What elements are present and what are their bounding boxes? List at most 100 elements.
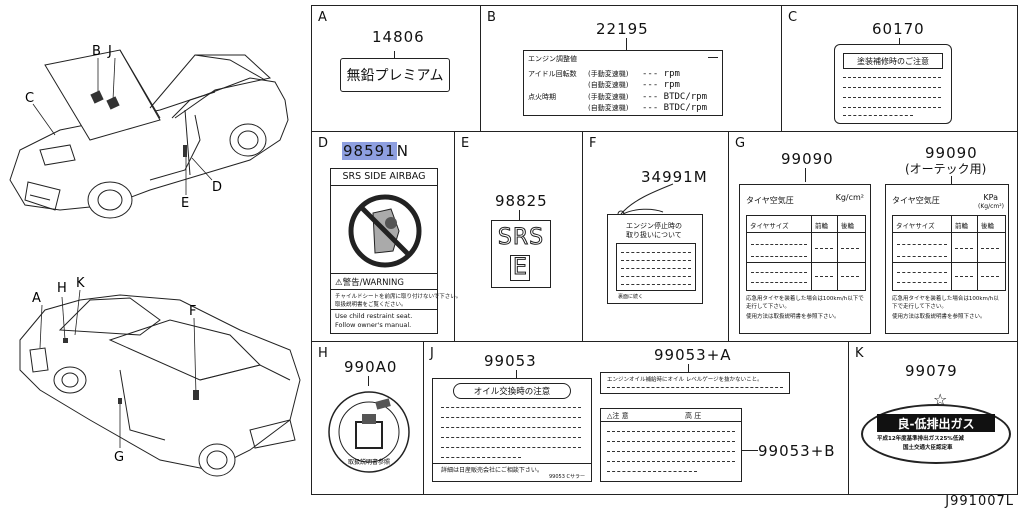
tire-table: タイヤサイズ 前輪 後輪 [746, 215, 866, 291]
row-left: アイドル回転数 [528, 70, 577, 78]
warning-en-line1: Use child restraint seat. [335, 312, 413, 320]
part-number: 99079 [905, 362, 958, 380]
callout-A: A [32, 291, 41, 306]
tire-title: タイヤ空気圧 [746, 196, 794, 205]
highlighted-part-number[interactable]: 98591 [342, 142, 397, 160]
oil-change-foot: 詳細は日産販売会社にご相談下さい。 [441, 467, 543, 474]
row-value: --- rpm [642, 69, 680, 79]
cell-K: K 99079 ☆ 良-低排出ガス 平成12年度基準排出ガス25%低減 国土交通… [848, 341, 1018, 495]
car-top-drawing [9, 49, 289, 219]
part-number-A: 99053+A [654, 346, 732, 364]
airbag-header: SRS SIDE AIRBAG [342, 171, 426, 182]
srs-text: SRS [497, 225, 545, 251]
e-mark: E [510, 255, 530, 281]
row-mode: (自動変速機) [588, 81, 629, 89]
engine-stop-line1: エンジン停止時の [626, 222, 682, 230]
car-bottom-drawing [19, 294, 301, 477]
label-engine-stop: エンジン停止時の 取り扱いについて 裏面に続く [607, 214, 703, 304]
diagram-id: J991007L [945, 494, 1014, 509]
cell-J: J 99053 99053+A 99053+B オイル交換時の注意 詳細は日産販… [423, 341, 849, 495]
cell-H: H 990A0 取扱説明書参照 [311, 341, 424, 495]
row-value: --- BTDC/rpm [642, 92, 708, 102]
col-front: 前輪 [815, 222, 828, 230]
engine-tuning-title: エンジン調整値 [528, 55, 577, 63]
label-oil-level: エンジンオイル補給時にオイル レベルゲージを抜かないこと。 [600, 372, 790, 394]
label-high-pressure: △注 意 高 圧 [600, 408, 742, 482]
cell-letter: E [461, 136, 470, 151]
callout-H: H [57, 281, 67, 296]
part-number: 99090 [781, 150, 834, 168]
label-srs-e: SRS E [491, 220, 551, 288]
label-srs-side-airbag: SRS SIDE AIRBAG ⚠警告/WARNING チャイルドシートを前席に… [330, 168, 461, 334]
row-left: 点火時期 [528, 93, 556, 101]
callout-B: B [92, 44, 101, 59]
tire-note1: 応急用タイヤを装着した場合は100km/h以下で走行して下さい。 [892, 296, 999, 310]
warning-jp-line2: 取扱説明書をご覧ください。 [335, 302, 407, 308]
callout-E: E [181, 196, 189, 211]
col-rear: 後輪 [841, 222, 854, 230]
cell-C: C 60170 塗装補修時のご注意 [781, 5, 1018, 132]
tire-table: タイヤサイズ 前輪 後輪 [892, 215, 1006, 291]
tire-unit: KPa [983, 193, 998, 202]
part-number: 34991M [641, 168, 708, 186]
cell-letter: B [487, 10, 496, 25]
high-pressure-title: 高 圧 [685, 412, 702, 420]
part-number-B: 99053+B [758, 442, 836, 460]
part-number: 98825 [495, 192, 548, 210]
part-number: 14806 [372, 28, 425, 46]
label-tire-pressure-autech: タイヤ空気圧 KPa (Kg/cm²) タイヤサイズ 前輪 後輪 応急用タイヤを… [885, 184, 1009, 334]
label-engine-tuning: エンジン調整値 アイドル回転数 (手動変速機) --- rpm (自動変速機) … [523, 50, 723, 116]
col-rear: 後輪 [981, 222, 994, 230]
callout-F: F [189, 304, 196, 319]
callout-K: K [76, 276, 85, 291]
part-number: 98591N [342, 142, 409, 160]
low-emission-badge: 良-低排出ガス 平成12年度基準排出ガス25%低減 国土交通大臣認定車 [861, 404, 1011, 464]
col-tire-size: タイヤサイズ [750, 222, 789, 230]
col-front: 前輪 [955, 222, 968, 230]
part-suffix: N [396, 142, 409, 160]
caution-title: △注 意 [607, 412, 629, 420]
oil-change-foot2: 99053 Cサラー [549, 474, 585, 480]
engine-stop-box [616, 243, 696, 291]
warning-text: ⚠警告/WARNING [335, 278, 404, 288]
cell-G: G 99090 99090 (オーテック用) タイヤ空気圧 Kg/cm² タイヤ… [728, 131, 1018, 342]
row-mode: (自動変速機) [588, 104, 629, 112]
cell-B: B 22195 エンジン調整値 アイドル回転数 (手動変速機) --- rpm … [480, 5, 782, 132]
car-illustrations: B J C E D H K A F G [9, 44, 301, 477]
part-number: 990A0 [344, 358, 398, 376]
tire-unit-sub: (Kg/cm²) [978, 203, 1004, 210]
callout-G: G [114, 450, 124, 465]
part-number: 60170 [872, 20, 925, 38]
part-number: 99053 [484, 352, 537, 370]
engine-stop-line2: 取り扱いについて [626, 231, 682, 239]
label-unleaded-premium: 無鉛プレミアム [340, 58, 450, 92]
oil-level-text: エンジンオイル補給時にオイル レベルゲージを抜かないこと。 [607, 377, 763, 383]
cell-E: E 98825 SRS E [454, 131, 583, 342]
fuel-cap-label: 取扱説明書参照 [328, 391, 410, 473]
cell-F: F 34991M エンジン停止時の 取り扱いについて 裏面に続く [582, 131, 729, 342]
cell-letter: G [735, 136, 746, 151]
cell-letter: H [318, 346, 328, 361]
fuel-cap-foot: 取扱説明書参照 [348, 458, 390, 466]
no-child-seat-icon [348, 194, 422, 268]
low-emission-sub2: 国土交通大臣認定車 [903, 445, 953, 451]
tire-note2: 使用方法は取扱説明書を参照下さい。 [892, 314, 986, 320]
low-emission-text: 良-低排出ガス [877, 414, 995, 432]
row-value: --- rpm [642, 80, 680, 90]
autech-subtitle: (オーテック用) [905, 162, 987, 176]
tire-title: タイヤ空気圧 [892, 196, 940, 205]
cell-letter: C [788, 10, 798, 25]
row-value: --- BTDC/rpm [642, 103, 708, 113]
low-emission-sub1: 平成12年度基準排出ガス25%低減 [877, 436, 964, 442]
tire-note1: 応急用タイヤを装着した場合は100km/h以下で走行して下さい。 [746, 296, 864, 310]
cell-letter: F [589, 136, 597, 151]
cell-A: A 14806 無鉛プレミアム [311, 5, 481, 132]
callout-C: C [25, 91, 34, 106]
warning-en-line2: Follow owner's manual. [335, 321, 412, 329]
part-number: 22195 [596, 20, 649, 38]
label-tire-pressure: タイヤ空気圧 Kg/cm² タイヤサイズ 前輪 後輪 応急用タイヤを装着した場合… [739, 184, 871, 334]
engine-stop-foot: 裏面に続く [618, 294, 644, 300]
part-number-2: 99090 [925, 144, 978, 162]
cell-letter: K [855, 346, 864, 361]
oil-change-title: オイル交換時の注意 [453, 383, 571, 399]
